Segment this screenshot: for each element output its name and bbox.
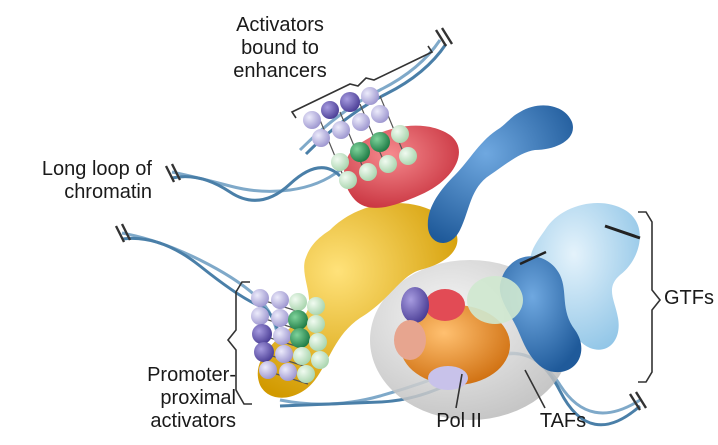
- activator-sphere: [361, 87, 379, 105]
- label-line: enhancers: [233, 60, 327, 82]
- activator-sphere: [359, 163, 377, 181]
- label-line: Activators: [236, 14, 324, 36]
- activator-sphere: [311, 351, 329, 369]
- activator-sphere: [271, 291, 289, 309]
- activator-sphere: [371, 105, 389, 123]
- activator-sphere: [289, 293, 307, 311]
- gtf-blue: [499, 256, 582, 373]
- pol2-purple-subunit: [401, 287, 429, 323]
- pol2-core: [400, 305, 510, 385]
- activator-sphere: [307, 315, 325, 333]
- activator-sphere: [352, 113, 370, 131]
- activator-sphere: [273, 327, 291, 345]
- activator-sphere: [332, 121, 350, 139]
- activator-sphere: [251, 289, 269, 307]
- label-long-loop: Long loop of chromatin: [0, 158, 152, 204]
- pol2-red-subunit: [425, 289, 465, 321]
- pol2-lavender-subunit: [428, 366, 468, 390]
- enhancer-activators: [303, 87, 417, 189]
- activator-sphere: [254, 342, 274, 362]
- pol2-salmon-subunit: [394, 320, 426, 360]
- activator-sphere: [259, 361, 277, 379]
- dna-end-marks: [114, 27, 648, 411]
- activator-sphere: [252, 324, 272, 344]
- label-gtfs: GTFs: [664, 287, 714, 309]
- activator-sphere: [321, 101, 339, 119]
- activator-sphere: [309, 333, 327, 351]
- activator-sphere: [307, 297, 325, 315]
- activator-sphere: [290, 328, 310, 348]
- bracket-gtfs: [638, 211, 662, 383]
- activator-sphere: [275, 345, 293, 363]
- activator-sphere: [293, 347, 311, 365]
- mediator-blue-tail: [427, 105, 573, 243]
- label-line: Promoter-: [147, 364, 236, 386]
- activator-sphere: [339, 171, 357, 189]
- activator-sphere: [391, 125, 409, 143]
- leader-pol2: [455, 373, 463, 409]
- activator-sphere: [331, 153, 349, 171]
- pol2-pale-green-subunit: [467, 276, 523, 324]
- label-line: Long loop of: [41, 158, 152, 180]
- activator-sphere: [279, 363, 297, 381]
- label-promoter-proximal: Promoter- proximal activators: [96, 364, 236, 433]
- leader-tafs: [524, 369, 546, 409]
- activator-sphere: [379, 155, 397, 173]
- activator-sphere: [370, 132, 390, 152]
- activator-sphere: [399, 147, 417, 165]
- label-line: activators: [150, 410, 236, 432]
- activator-sphere: [340, 92, 360, 112]
- dna-upper-left: [171, 166, 342, 202]
- activator-sphere: [303, 111, 321, 129]
- label-activators-enhancers: Activators bound to enhancers: [210, 14, 350, 83]
- activator-sphere: [297, 365, 315, 383]
- bracket-promoter: [226, 281, 252, 405]
- label-line: proximal: [160, 387, 236, 409]
- activator-sphere: [312, 129, 330, 147]
- activator-sphere: [271, 309, 289, 327]
- activator-sphere: [251, 307, 269, 325]
- promoter-activators: [251, 289, 329, 385]
- bracket-enhancers: [290, 45, 434, 119]
- activator-sphere: [350, 142, 370, 162]
- label-line: bound to: [241, 37, 319, 59]
- label-tafs: TAFs: [539, 410, 587, 432]
- leader-gtfs-lower: [519, 250, 547, 266]
- label-pol2: Pol II: [436, 410, 482, 432]
- activator-sphere: [288, 310, 308, 330]
- label-line: chromatin: [64, 181, 152, 203]
- gtf-pale-blue: [530, 202, 640, 350]
- leader-gtfs-upper: [604, 224, 641, 240]
